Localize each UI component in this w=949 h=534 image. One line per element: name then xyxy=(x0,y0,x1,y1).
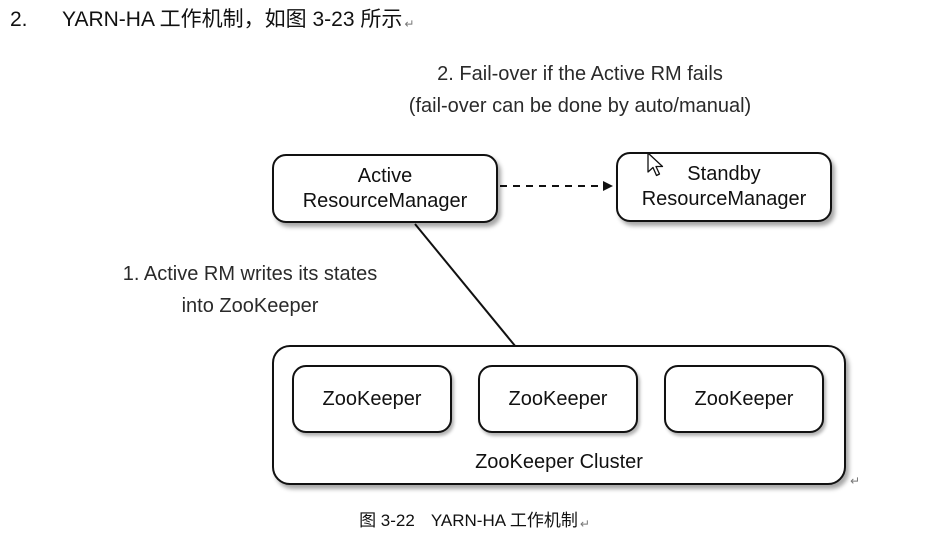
section-heading: 2. YARN-HA 工作机制，如图 3-23 所示↵ xyxy=(10,6,414,38)
write-state-note: 1. Active RM writes its states into ZooK… xyxy=(60,258,440,322)
write-state-note-line1: 1. Active RM writes its states xyxy=(122,263,378,285)
failover-note: 2. Fail-over if the Active RM fails (fai… xyxy=(360,58,800,122)
active-rm-line1: Active xyxy=(357,164,413,187)
active-rm-line2: ResourceManager xyxy=(302,189,468,212)
zookeeper-node: ZooKeeper xyxy=(664,365,824,433)
failover-note-line1: 2. Fail-over if the Active RM fails xyxy=(437,63,723,85)
zookeeper-cluster-label: ZooKeeper Cluster xyxy=(475,451,643,473)
paragraph-mark-icon: ↵ xyxy=(850,474,861,488)
figure-title: YARN-HA 工作机制 xyxy=(430,511,578,530)
standby-rm-line1: Standby xyxy=(687,163,761,185)
failover-note-line2: (fail-over can be done by auto/manual) xyxy=(408,95,752,117)
active-resourcemanager-node: Active ResourceManager xyxy=(272,154,498,223)
figure-number: 图 3-22 xyxy=(359,511,415,530)
section-title: YARN-HA 工作机制，如图 3-23 所示 xyxy=(62,8,403,31)
standby-rm-line2: ResourceManager xyxy=(641,188,807,210)
paragraph-mark-icon: ↵ xyxy=(579,517,590,531)
mouse-cursor-icon xyxy=(647,152,664,177)
section-number: 2. xyxy=(10,8,28,31)
zookeeper-cluster: ZooKeeper ZooKeeper ZooKeeper ZooKeeper … xyxy=(272,345,846,485)
figure-caption: 图 3-22 YARN-HA 工作机制↵ xyxy=(0,506,949,531)
paragraph-mark-icon: ↵ xyxy=(404,17,415,31)
write-state-note-line2: into ZooKeeper xyxy=(181,295,319,317)
zookeeper-node: ZooKeeper xyxy=(292,365,452,433)
zookeeper-node: ZooKeeper xyxy=(478,365,638,433)
